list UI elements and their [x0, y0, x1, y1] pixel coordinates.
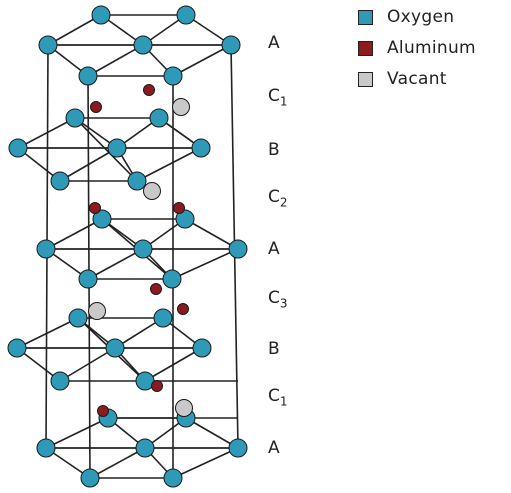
layer-label: C1	[268, 86, 288, 109]
oxygen-atom	[153, 308, 173, 328]
layer-label: A	[268, 239, 280, 259]
bond-line	[171, 248, 239, 280]
vacant-site	[143, 182, 161, 200]
bond-line	[184, 218, 239, 250]
bond-line	[144, 347, 203, 382]
oxygen-atom	[105, 338, 125, 358]
vacant-site	[175, 399, 193, 417]
oxygen-atom	[50, 371, 70, 391]
oxygen-atom	[133, 35, 153, 55]
bond-line	[185, 417, 239, 449]
oxygen-atom	[192, 338, 212, 358]
oxygen-atom	[80, 468, 100, 488]
bond-line	[16, 317, 79, 349]
oxygen-atom	[65, 108, 85, 128]
bond-line	[89, 447, 146, 479]
aluminum-swatch	[358, 40, 373, 56]
oxygen-atom	[7, 338, 27, 358]
aluminum-atom	[89, 202, 101, 214]
bond-line	[87, 248, 144, 280]
aluminum-atom	[97, 405, 109, 417]
oxygen-atom	[221, 35, 241, 55]
legend-item-vacant: Vacant	[358, 69, 447, 89]
bond-line	[47, 14, 102, 46]
legend-label: Oxygen	[387, 7, 455, 27]
bond-line	[87, 44, 144, 77]
layer-label: A	[268, 33, 280, 53]
bond-line	[45, 218, 103, 250]
oxygen-atom	[228, 239, 248, 259]
oxygen-atom	[149, 108, 169, 128]
layer-label: B	[268, 140, 280, 160]
layer-label: C3	[268, 288, 288, 311]
oxygen-atom	[176, 5, 196, 25]
oxygen-atom	[175, 209, 195, 229]
oxygen-atom	[78, 66, 98, 86]
vacant-site	[88, 302, 106, 320]
oxygen-atom	[36, 438, 56, 458]
bond-line	[59, 347, 116, 382]
oxygen-atom	[163, 66, 183, 86]
oxygen-atom	[127, 171, 147, 191]
layer-label: C1	[268, 386, 288, 409]
aluminum-atom	[90, 101, 102, 113]
aluminum-atom	[143, 84, 155, 96]
bond-line	[45, 417, 109, 449]
bond-line	[136, 147, 202, 182]
atoms	[7, 5, 248, 488]
oxygen-atom	[50, 171, 70, 191]
aluminum-atom	[150, 283, 162, 295]
layer-label: A	[268, 438, 280, 458]
vacant-site	[172, 98, 190, 116]
legend-label: Aluminum	[387, 38, 476, 58]
oxygen-atom	[68, 308, 88, 328]
legend-label: Vacant	[387, 69, 447, 89]
oxygen-atom	[135, 438, 155, 458]
oxygen-atom	[163, 468, 183, 488]
bond-line	[172, 44, 232, 77]
oxygen-atom	[107, 138, 127, 158]
oxygen-atom	[38, 35, 58, 55]
oxygen-atom	[91, 5, 111, 25]
layer-label: B	[268, 339, 280, 359]
oxygen-atom	[78, 269, 98, 289]
oxygen-atom	[228, 438, 248, 458]
aluminum-atom	[173, 202, 185, 214]
oxygen-swatch	[358, 9, 373, 25]
bond-line	[17, 117, 76, 149]
oxygen-atom	[36, 239, 56, 259]
layer-label: C2	[268, 187, 288, 210]
oxygen-atom	[191, 138, 211, 158]
bond-line	[59, 147, 118, 182]
legend-item-aluminum: Aluminum	[358, 38, 476, 58]
aluminum-atom	[177, 303, 189, 315]
oxygen-atom	[133, 239, 153, 259]
bond-line	[74, 117, 138, 182]
oxygen-atom	[92, 209, 112, 229]
oxygen-atom	[162, 269, 182, 289]
legend-item-oxygen: Oxygen	[358, 7, 454, 27]
bond-line	[172, 447, 239, 479]
oxygen-atom	[8, 138, 28, 158]
aluminum-atom	[151, 380, 163, 392]
vacant-swatch	[358, 71, 373, 87]
